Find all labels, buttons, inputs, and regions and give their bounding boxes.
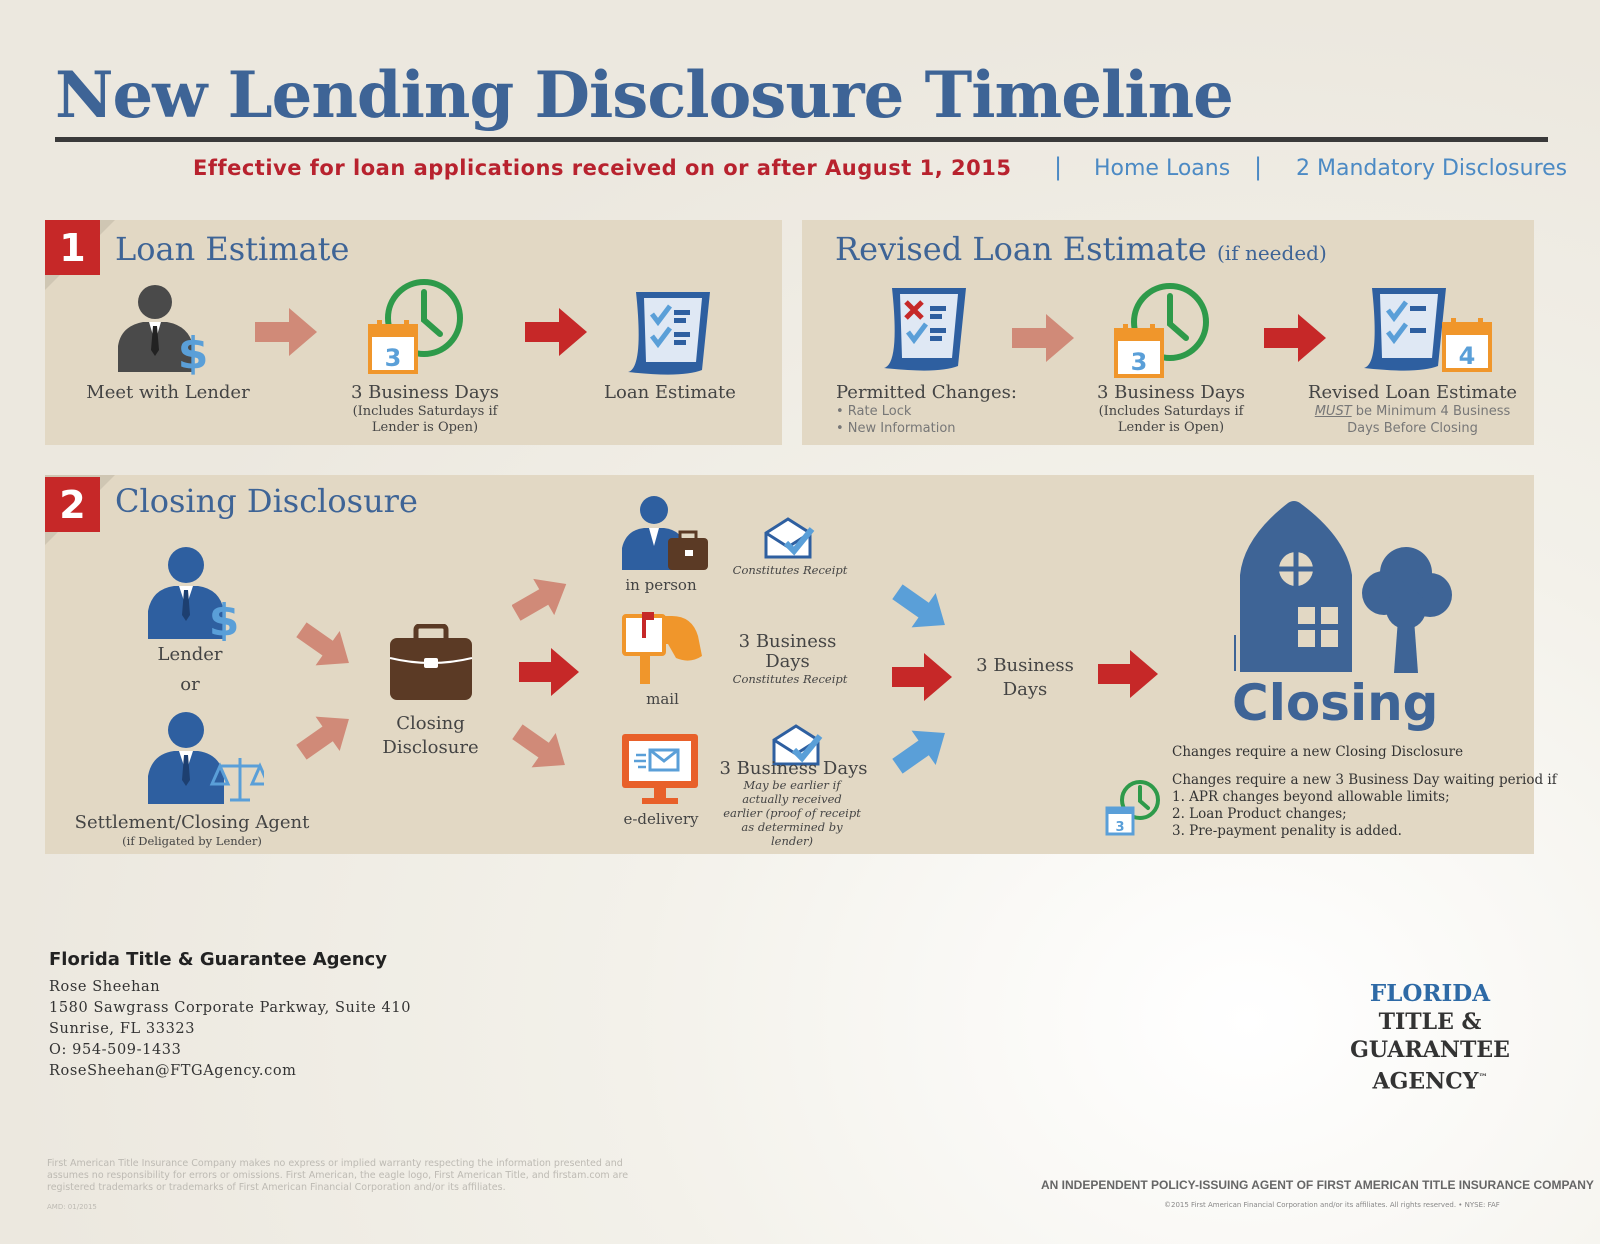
lender-label: Lender (157, 644, 223, 665)
svg-text:3: 3 (1131, 348, 1148, 376)
svg-text:$: $ (178, 328, 209, 375)
three-business-days-label: 3 Business Days (351, 382, 499, 403)
computer-email-icon (622, 734, 698, 804)
mail-business-days-label: 3 Business Days (738, 631, 837, 672)
title-rule (55, 137, 1548, 142)
e-delivery-business-days-label: 3 Business Days (719, 758, 868, 779)
permitted-changes-label: Permitted Changes: (836, 382, 1017, 403)
revised-loan-estimate-heading: Revised Loan Estimate (if needed) (835, 230, 1327, 268)
arrow-down-right-icon (892, 584, 945, 628)
lender-icon: $ (118, 285, 209, 375)
delegated-note: (if Deligated by Lender) (122, 834, 262, 848)
loan-estimate-heading: Loan Estimate (115, 230, 350, 268)
arrow-right-icon (1012, 314, 1074, 362)
three-business-days-label: 3 Business Days (1097, 382, 1245, 403)
arrow-right-icon (255, 308, 317, 356)
arrow-right-icon (519, 648, 579, 696)
waiting-item: 2. Loan Product changes; (1172, 806, 1347, 822)
closing-change-note: Changes require a new Closing Disclosure (1172, 744, 1464, 760)
arrow-right-icon (1264, 314, 1326, 362)
revised-document-calendar-icon: 4 (1364, 288, 1492, 372)
agency-logo: FLORIDA TITLE & GUARANTEE AGENCY™ (1350, 980, 1510, 1095)
document-checklist-icon (628, 292, 710, 375)
svg-text:$: $ (209, 595, 240, 641)
clock-calendar-icon: 3 (1105, 780, 1160, 836)
arrow-up-right-icon (296, 716, 349, 760)
svg-text:4: 4 (1459, 342, 1476, 370)
waiting-business-days-label: 3 Business Days (976, 655, 1074, 700)
waiting-item: 1. APR changes beyond allowable limits; (1172, 789, 1450, 805)
revised-loan-estimate-label: Revised Loan Estimate (1307, 382, 1518, 403)
mailbox-icon (622, 612, 702, 684)
waiting-period-intro: Changes require a new 3 Business Day wai… (1172, 772, 1557, 788)
saturdays-note: (Includes Saturdays if Lender is Open) (352, 404, 498, 435)
closing-disclosure-heading: Closing Disclosure (115, 482, 418, 520)
arrow-up-right-icon (892, 730, 945, 774)
separator: | (1254, 153, 1263, 181)
saturdays-note: (Includes Saturdays if Lender is Open) (1098, 404, 1244, 435)
tag-mandatory-disclosures: 2 Mandatory Disclosures (1296, 156, 1568, 181)
arrow-up-right-icon (512, 578, 567, 621)
arrow-down-right-icon (512, 724, 565, 768)
effective-date: Effective for loan applications received… (193, 156, 1012, 180)
step-number-1: 1 (45, 220, 100, 275)
constitutes-receipt-note: Constitutes Receipt (732, 563, 848, 577)
settlement-agent-icon (148, 712, 264, 804)
constitutes-receipt-note: Constitutes Receipt (732, 672, 848, 686)
contact-address: 1580 Sawgrass Corporate Parkway, Suite 4… (49, 1000, 412, 1016)
step-number-2: 2 (45, 477, 100, 532)
house-icon (1234, 501, 1452, 673)
arrow-right-icon (1098, 650, 1158, 698)
contact-city: Sunrise, FL 33323 (49, 1021, 196, 1037)
briefcase-icon (389, 624, 473, 700)
e-delivery-note: May be earlier if actually received earl… (723, 778, 861, 848)
settlement-agent-label: Settlement/Closing Agent (74, 812, 310, 833)
closing-disclosure-label: Closing Disclosure (382, 713, 479, 758)
envelope-check-icon (772, 724, 823, 766)
minimum-days-note: MUST be Minimum 4 Business Days Before C… (1314, 404, 1511, 436)
waiting-item: 3. Pre-payment penality is added. (1172, 823, 1402, 839)
svg-text:3: 3 (385, 344, 402, 372)
or-label: or (180, 674, 200, 695)
disclaimer: First American Title Insurance Company m… (47, 1158, 629, 1193)
contact-email[interactable]: RoseSheehan@FTGAgency.com (49, 1063, 297, 1079)
arrow-right-icon (525, 308, 587, 356)
amd-code: AMD: 01/2015 (47, 1203, 97, 1211)
clock-calendar-icon: 3 (368, 279, 463, 374)
separator: | (1054, 153, 1063, 181)
clock-calendar-icon: 3 (1114, 283, 1209, 378)
bullet-rate-lock: • Rate Lock (836, 404, 912, 419)
person-briefcase-icon (622, 496, 708, 570)
e-delivery-label: e-delivery (623, 810, 699, 828)
page-title: New Lending Disclosure Timeline (55, 58, 1234, 133)
bullet-new-information: • New Information (836, 421, 956, 436)
agent-statement: AN INDEPENDENT POLICY-ISSUING AGENT OF F… (1041, 1178, 1594, 1192)
svg-text:3: 3 (1115, 820, 1124, 835)
tag-home-loans: Home Loans (1094, 156, 1231, 181)
document-changes-icon (884, 288, 966, 371)
arrow-down-right-icon (296, 622, 349, 666)
mail-label: mail (646, 690, 679, 708)
contact-name: Rose Sheehan (49, 979, 161, 995)
loan-estimate-label: Loan Estimate (604, 382, 736, 403)
contact-phone: O: 954-509-1433 (49, 1042, 182, 1058)
closing-heading: Closing (1232, 674, 1439, 732)
agency-name: Florida Title & Guarantee Agency (49, 949, 387, 970)
in-person-label: in person (625, 576, 697, 594)
copyright: ©2015 First American Financial Corporati… (1164, 1201, 1500, 1209)
arrow-right-icon (892, 653, 952, 701)
meet-with-lender-label: Meet with Lender (86, 382, 250, 403)
envelope-check-icon (764, 517, 815, 559)
lender-icon: $ (148, 547, 240, 641)
